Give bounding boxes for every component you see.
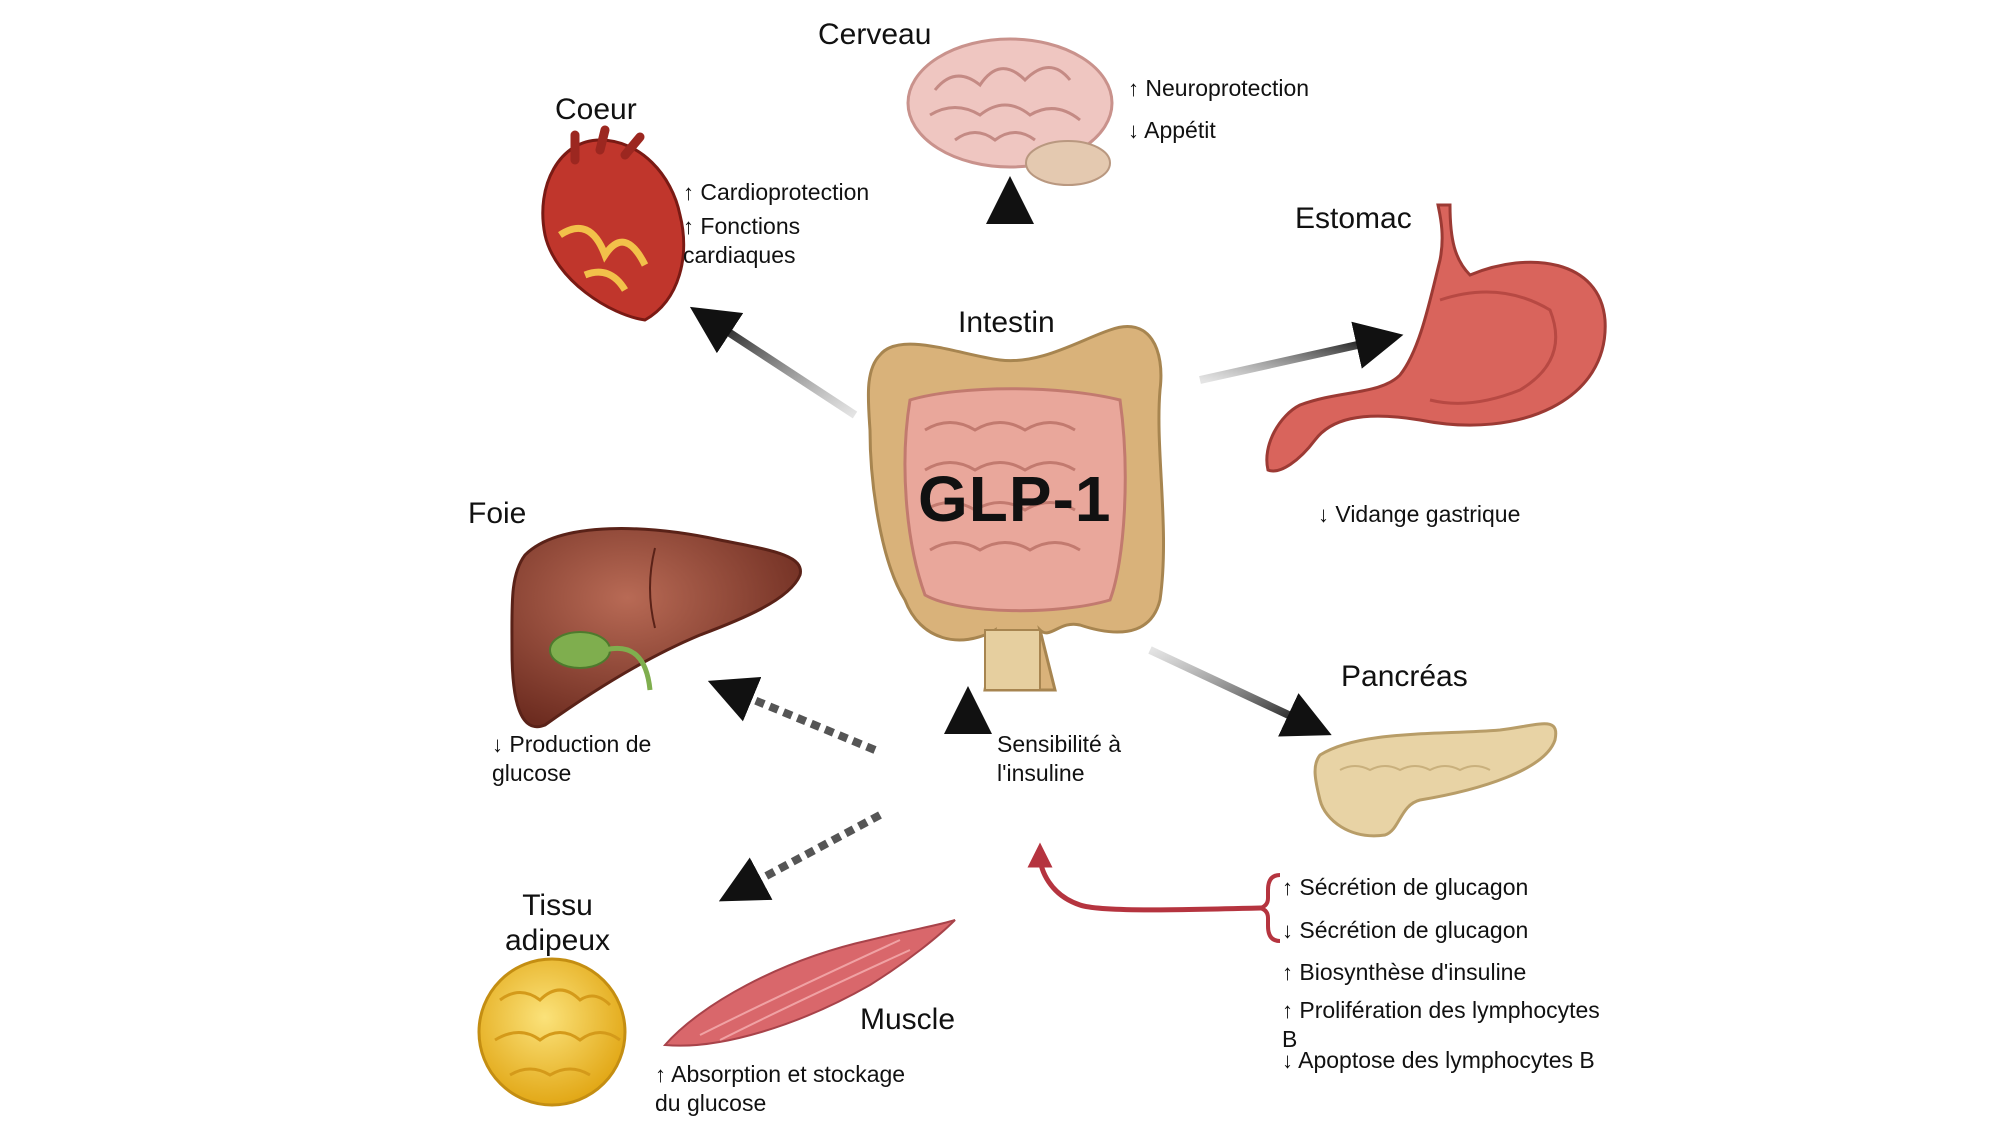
- up-arrow-icon: ↑: [683, 180, 694, 205]
- down-arrow-icon: ↓: [1318, 502, 1329, 527]
- stomach-label: Estomac: [1295, 202, 1412, 235]
- arrow-to-heart: [689, 306, 858, 419]
- arrow-to-adipose: [718, 811, 882, 902]
- up-arrow-icon: ↑: [1282, 875, 1293, 900]
- insulin-sensitivity-label: Sensibilité à l'insuline: [997, 731, 1122, 786]
- heart-effect-1: ↑ Cardioprotection: [683, 179, 870, 205]
- pancreas-effect-1: ↑ Sécrétion de glucagon: [1282, 874, 1529, 900]
- liver-illustration: [510, 527, 802, 729]
- feedback-bracket: [1259, 873, 1281, 943]
- heart-illustration: [541, 125, 686, 322]
- muscle-illustration: [662, 919, 956, 1047]
- up-arrow-icon: ↑: [655, 1062, 666, 1087]
- arrow-to-stomach: [1199, 321, 1404, 384]
- down-arrow-icon: ↓: [1282, 918, 1293, 943]
- pancreas-label: Pancréas: [1341, 660, 1468, 693]
- muscle-effect-1: ↑ Absorption et stockage du glucose: [655, 1061, 906, 1116]
- liver-label: Foie: [468, 497, 527, 530]
- brain-label: Cerveau: [818, 18, 932, 51]
- up-arrow-icon: ↑: [683, 214, 694, 239]
- hormone-label: GLP-1: [918, 463, 1112, 535]
- pancreas-effect-3: ↑ Biosynthèse d'insuline: [1282, 959, 1527, 985]
- intestine-illustration: [866, 324, 1166, 692]
- intestine-label: Intestin: [958, 306, 1055, 339]
- brain-illustration: [906, 37, 1114, 186]
- up-arrow-icon: ↑: [1128, 76, 1139, 101]
- pancreas-effect-5: ↓ Apoptose des lymphocytes B: [1282, 1047, 1595, 1073]
- up-arrow-icon: ↑: [1282, 998, 1293, 1023]
- stomach-effect-1: ↓ Vidange gastrique: [1318, 501, 1521, 527]
- down-arrow-icon: ↓: [492, 732, 503, 757]
- stomach-illustration: [1265, 203, 1607, 473]
- brain-effect-1: ↑ Neuroprotection: [1128, 75, 1310, 101]
- heart-label: Coeur: [555, 93, 637, 126]
- arrow-to-pancreas: [1148, 646, 1332, 737]
- feedback-arrow: [1027, 842, 1263, 913]
- down-arrow-icon: ↓: [1128, 118, 1139, 143]
- adipose-illustration: [477, 957, 627, 1107]
- up-arrow-icon: ↑: [1282, 960, 1293, 985]
- adipose-label: Tissu adipeux: [504, 889, 611, 957]
- muscle-label: Muscle: [860, 1003, 956, 1036]
- liver-effect-1: ↓ Production de glucose: [492, 731, 652, 786]
- pancreas-effect-4: ↑ Prolifération des lymphocytes B: [1282, 997, 1600, 1052]
- down-arrow-icon: ↓: [1282, 1048, 1293, 1073]
- pancreas-effect-2: ↓ Sécrétion de glucagon: [1282, 917, 1529, 943]
- heart-effect-2: ↑ Fonctions cardiaques: [683, 213, 801, 268]
- pancreas-illustration: [1313, 722, 1558, 838]
- brain-effect-2: ↓ Appétit: [1128, 117, 1216, 143]
- arrow-to-liver: [707, 677, 877, 754]
